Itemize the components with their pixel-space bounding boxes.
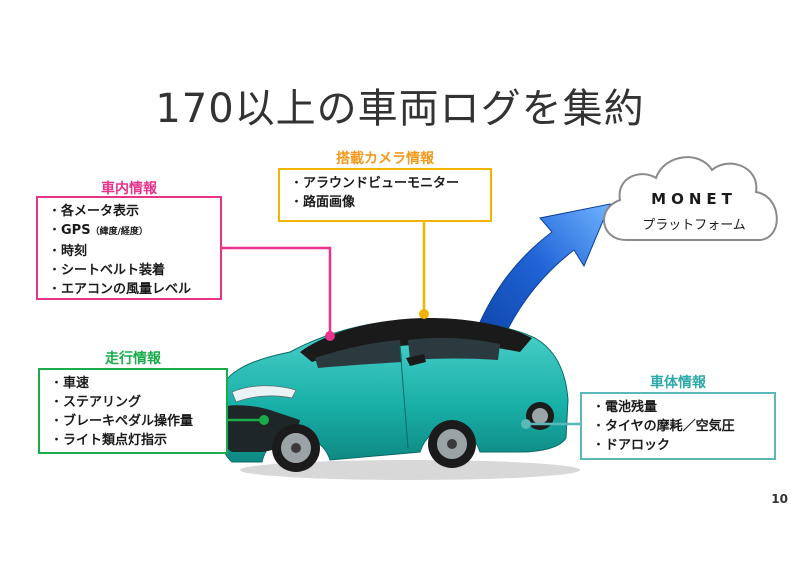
list-item: 時刻	[48, 242, 210, 261]
body-info-box: 電池残量 タイヤの摩耗／空気圧 ドアロック	[580, 392, 776, 460]
camera-info-box: アラウンドビューモニター 路面画像	[278, 168, 492, 222]
list-item: ステアリング	[50, 393, 216, 412]
interior-connector-line	[222, 246, 332, 334]
list-item: エアコンの風量レベル	[48, 280, 210, 299]
list-item: 各メータ表示	[48, 202, 210, 221]
list-item: ドアロック	[592, 436, 764, 455]
list-item: シートベルト装着	[48, 261, 210, 280]
car-image	[217, 318, 580, 480]
list-item: ライト類点灯指示	[50, 431, 216, 450]
list-item: 路面画像	[290, 193, 480, 212]
upload-arrow-icon	[467, 203, 611, 361]
cloud-icon	[603, 156, 778, 241]
page-number: 10	[771, 492, 788, 506]
gps-note: （緯度/経度）	[90, 227, 148, 237]
platform-label: プラットフォーム	[642, 218, 746, 233]
list-item: GPS（緯度/経度）	[48, 221, 210, 242]
gps-text: GPS	[61, 223, 91, 238]
interior-info-label: 車内情報	[101, 181, 157, 197]
list-item: ブレーキペダル操作量	[50, 412, 216, 431]
list-item: 電池残量	[592, 398, 764, 417]
body-info-label: 車体情報	[650, 375, 706, 391]
driving-info-box: 車速 ステアリング ブレーキペダル操作量 ライト類点灯指示	[38, 368, 228, 454]
interior-info-box: 各メータ表示 GPS（緯度/経度） 時刻 シートベルト装着 エアコンの風量レベル	[36, 196, 222, 300]
list-item: タイヤの摩耗／空気圧	[592, 417, 764, 436]
list-item: アラウンドビューモニター	[290, 174, 480, 193]
camera-info-label: 搭載カメラ情報	[336, 151, 434, 167]
monet-logo: MONET	[651, 190, 737, 208]
slide-title: 170以上の車両ログを集約	[155, 86, 645, 132]
list-item: 車速	[50, 374, 216, 393]
driving-info-label: 走行情報	[105, 351, 161, 367]
